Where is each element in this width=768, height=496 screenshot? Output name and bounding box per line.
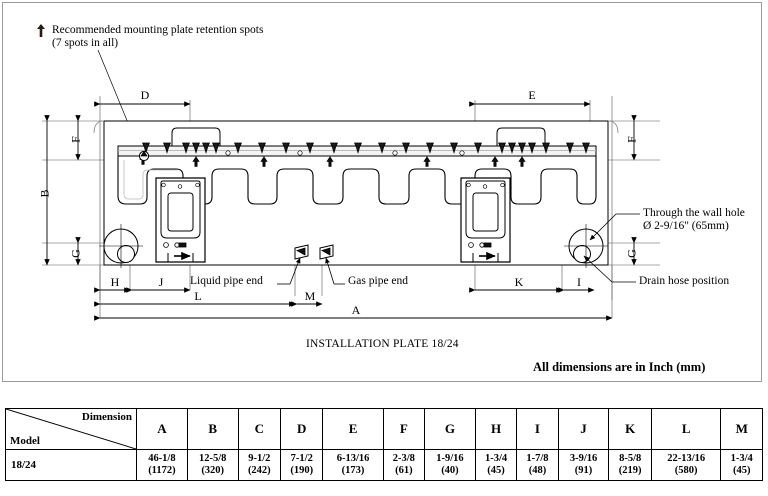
table-col-A: A [136, 408, 188, 450]
dimension-label-B: B [37, 189, 52, 198]
wall-hole-callout-line2: Ø 2-9/16" (65mm) [643, 220, 729, 232]
table-col-K: K [608, 408, 652, 450]
dimension-label-I: I [577, 275, 581, 289]
dimension-label-D: D [140, 88, 150, 102]
table-cell-L: 22-13/16(580) [650, 449, 722, 481]
table-col-F: F [382, 408, 426, 450]
up-arrow-icon [37, 24, 45, 37]
dimension-label-K: K [514, 275, 524, 289]
table-corner-cell: Dimension Model [5, 408, 137, 450]
gas-pipe-callout: Gas pipe end [348, 275, 409, 287]
dimension-label-F-right: F [624, 136, 639, 143]
table-row: 18/24 46-1/8(1172) 12-5/8(320) 9-1/2(242… [5, 449, 763, 481]
diagonal-divider-icon [6, 409, 136, 449]
table-header-row: Dimension Model A B C D E F G H I J K L … [5, 408, 763, 450]
table-col-G: G [424, 408, 476, 450]
table-cell-I: 1-7/8(48) [516, 449, 559, 481]
table-cell-A: 46-1/8(1172) [136, 449, 188, 481]
table-col-M: M [720, 408, 763, 450]
drawing-frame [2, 2, 762, 382]
table-col-E: E [322, 408, 384, 450]
table-col-I: I [516, 408, 559, 450]
drain-hose-callout: Drain hose position [639, 275, 730, 287]
table-cell-B: 12-5/8(320) [186, 449, 239, 481]
dimension-label-A: A [351, 303, 361, 317]
retention-note-line2: (7 spots in all) [52, 37, 119, 49]
drawing-caption: INSTALLATION PLATE 18/24 [306, 338, 459, 350]
dimension-table: Dimension Model A B C D E F G H I J K L … [5, 408, 763, 481]
dimension-label-H: H [110, 275, 120, 289]
table-cell-H: 1-3/4(45) [474, 449, 518, 481]
wall-hole-callout-line1: Through the wall hole [643, 207, 745, 219]
table-cell-C: 9-1/2(242) [237, 449, 282, 481]
table-col-B: B [186, 408, 239, 450]
retention-note-line1: Recommended mounting plate retention spo… [52, 24, 264, 36]
table-col-J: J [557, 408, 610, 450]
table-cell-J: 3-9/16(91) [557, 449, 610, 481]
table-corner-model-label: Model [10, 435, 40, 447]
table-col-D: D [280, 408, 324, 450]
table-cell-F: 2-3/8(61) [382, 449, 426, 481]
table-col-L: L [650, 408, 722, 450]
dimension-label-G-right: G [624, 249, 639, 258]
dimension-label-G-left: G [68, 249, 83, 258]
table-cell-G: 1-9/16(40) [424, 449, 476, 481]
dimension-label-L: L [194, 289, 202, 303]
table-col-C: C [237, 408, 282, 450]
units-note: All dimensions are in Inch (mm) [533, 360, 706, 374]
table-cell-E: 6-13/16(173) [322, 449, 384, 481]
table-col-H: H [474, 408, 518, 450]
liquid-pipe-callout: Liquid pipe end [190, 275, 263, 287]
table-cell-D: 7-1/2(190) [280, 449, 324, 481]
dimension-label-E: E [528, 88, 536, 102]
dimension-label-J: J [158, 275, 164, 289]
table-cell-K: 8-5/8(219) [608, 449, 652, 481]
table-corner-dimension-label: Dimension [81, 411, 132, 423]
dimension-label-F-left: F [68, 136, 83, 143]
table-cell-M: 1-3/4(45) [720, 449, 763, 481]
table-cell-model: 18/24 [5, 449, 137, 481]
dimension-label-M: M [304, 289, 316, 303]
